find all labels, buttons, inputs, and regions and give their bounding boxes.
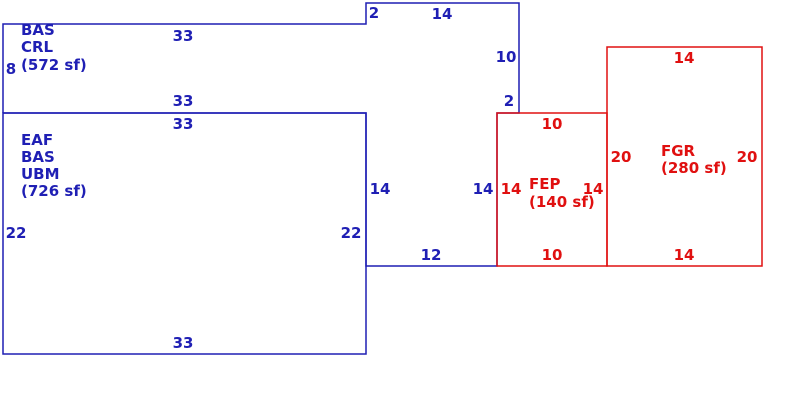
dim-step-right: 2 [504,92,514,110]
dim-fgr-right: 20 [737,148,758,166]
area-labels: BAS CRL (572 sf) EAF BAS UBM (726 sf) FE… [21,21,727,211]
dim-fgr-bottom: 14 [674,246,695,264]
ubm-outline [2,112,367,355]
garage-area-outlines [496,46,763,267]
crl-code-crl: CRL [21,38,54,56]
dim-ubm-right: 22 [341,224,362,242]
fep-area-label: (140 sf) [529,193,595,211]
dim-mid-right: 14 [473,180,494,198]
dim-crl-left: 8 [6,60,16,78]
ubm-code-ubm: UBM [21,165,60,183]
fgr-outline [606,46,763,267]
fep-code: FEP [529,175,561,193]
fgr-code: FGR [661,142,696,160]
dim-fgr-left: 20 [611,148,632,166]
dim-fep-left: 14 [501,180,522,198]
ubm-area-label: (726 sf) [21,182,87,200]
dim-mid-left: 14 [370,180,391,198]
ubm-code-bas: BAS [21,148,55,166]
dim-fep-top: 10 [542,115,563,133]
dim-crl-top: 33 [173,27,194,45]
crl-outline [2,2,520,267]
crl-area-label: (572 sf) [21,56,87,74]
dim-step-short: 2 [369,4,379,22]
fgr-area-label: (280 sf) [661,159,727,177]
crl-code-bas: BAS [21,21,55,39]
ubm-code-eaf: EAF [21,131,53,149]
dim-upper-right: 10 [496,48,517,66]
dim-ubm-left: 22 [6,224,27,242]
garage-dimension-labels: 10 14 14 10 14 20 20 14 [501,49,758,264]
dim-upper-top: 14 [432,5,453,23]
dim-ubm-bottom: 33 [173,334,194,352]
dim-crl-bottom: 33 [173,92,194,110]
dim-fep-right: 14 [583,180,604,198]
living-dimension-labels: 33 8 33 2 14 10 2 33 22 22 33 14 14 12 [6,4,517,352]
dim-mid-bottom: 12 [421,246,442,264]
dim-fep-bottom: 10 [542,246,563,264]
dim-fgr-top: 14 [674,49,695,67]
dim-ubm-top: 33 [173,115,194,133]
